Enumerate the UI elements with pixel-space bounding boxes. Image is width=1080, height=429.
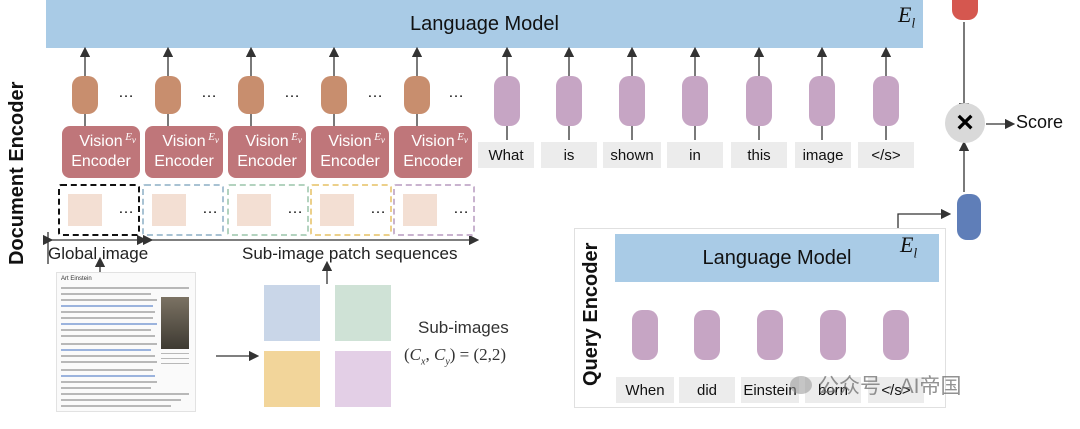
query-embedding-capsule xyxy=(957,194,981,240)
text-embedding-capsule xyxy=(556,76,582,126)
global-image-label: Global image xyxy=(48,244,149,263)
query-text-token: Einstein xyxy=(741,377,799,403)
sub-image-patch-box: … xyxy=(310,184,392,236)
document-thumbnail-title: Art Einstein xyxy=(61,276,92,282)
wechat-icon xyxy=(790,376,812,394)
query-encoder-label: Query Encoder xyxy=(580,242,602,386)
doc-language-model-bar: Language Model xyxy=(46,0,923,48)
doc-text-token: is xyxy=(541,142,597,168)
doc-text-token: What xyxy=(478,142,534,168)
vision-encoder-symbol: Ev xyxy=(457,131,468,146)
sub-image-patch-box: … xyxy=(142,184,224,236)
sub-image-tile xyxy=(335,285,391,341)
similarity-multiply-node: × xyxy=(945,103,985,143)
vision-encoder-symbol: Ev xyxy=(125,131,136,146)
sub-images-formula: (Cx, Cy) = (2,2) xyxy=(404,345,507,368)
vision-encoder-block: Ev Vision Encoder xyxy=(145,126,223,178)
sub-image-patch-box: … xyxy=(393,184,475,236)
query-token-capsule xyxy=(820,310,846,360)
sub-image-tile xyxy=(264,285,320,341)
text-embedding-capsule xyxy=(809,76,835,126)
query-text-token: </s> xyxy=(868,377,924,403)
doc-text-token: shown xyxy=(603,142,661,168)
doc-text-token: </s> xyxy=(858,142,914,168)
global-image-patch-box: … xyxy=(58,184,140,236)
query-token-capsule xyxy=(883,310,909,360)
capsule-ellipsis: … xyxy=(201,84,218,101)
vision-encoder-symbol: Ev xyxy=(291,131,302,146)
vision-embedding-capsule xyxy=(72,76,98,114)
query-text-token: born xyxy=(805,377,861,403)
capsule-ellipsis: … xyxy=(448,84,465,101)
query-text-token: did xyxy=(679,377,735,403)
document-portrait-image xyxy=(161,297,189,349)
vision-embedding-capsule xyxy=(321,76,347,114)
doc-text-token: in xyxy=(667,142,723,168)
query-token-capsule xyxy=(757,310,783,360)
multiply-icon: × xyxy=(956,106,974,139)
text-embedding-capsule xyxy=(746,76,772,126)
vision-encoder-block: Ev Vision Encoder xyxy=(311,126,389,178)
text-embedding-capsule xyxy=(619,76,645,126)
doc-text-token: this xyxy=(731,142,787,168)
document-embedding-capsule xyxy=(952,0,978,20)
doc-language-model-title: Language Model xyxy=(409,12,559,35)
sub-images-label: Sub-images xyxy=(418,318,509,337)
query-lm-encoder-symbol: El xyxy=(900,232,918,261)
vision-encoder-symbol: Ev xyxy=(374,131,385,146)
query-language-model-title: Language Model xyxy=(702,246,852,269)
score-label: Score xyxy=(1016,112,1064,132)
sub-image-tile xyxy=(264,351,320,407)
vision-embedding-capsule xyxy=(404,76,430,114)
vision-encoder-block: Ev Vision Encoder xyxy=(228,126,306,178)
vision-encoder-symbol: Ev xyxy=(208,131,219,146)
doc-lm-encoder-symbol: El xyxy=(898,2,916,31)
watermark-text: 公众号 · AI帝国 xyxy=(818,375,962,398)
doc-text-token: image xyxy=(795,142,851,168)
vision-encoder-block: Ev Vision Encoder xyxy=(394,126,472,178)
capsule-ellipsis: … xyxy=(284,84,301,101)
capsule-ellipsis: … xyxy=(367,84,384,101)
query-token-capsule xyxy=(632,310,658,360)
query-language-model-bar: Language Model xyxy=(615,234,939,282)
capsule-ellipsis: … xyxy=(118,84,135,101)
vision-encoder-block: Ev Vision Encoder xyxy=(62,126,140,178)
document-thumbnail: Art Einstein xyxy=(56,272,196,412)
sub-image-patch-sequences-label: Sub-image patch sequences xyxy=(242,244,458,263)
sub-image-patch-box: … xyxy=(227,184,309,236)
text-embedding-capsule xyxy=(494,76,520,126)
query-token-capsule xyxy=(694,310,720,360)
query-text-token: When xyxy=(616,377,674,403)
sub-image-tile xyxy=(335,351,391,407)
text-embedding-capsule xyxy=(873,76,899,126)
vision-embedding-capsule xyxy=(238,76,264,114)
vision-embedding-capsule xyxy=(155,76,181,114)
watermark: 公众号 · AI帝国 xyxy=(790,370,962,400)
text-embedding-capsule xyxy=(682,76,708,126)
